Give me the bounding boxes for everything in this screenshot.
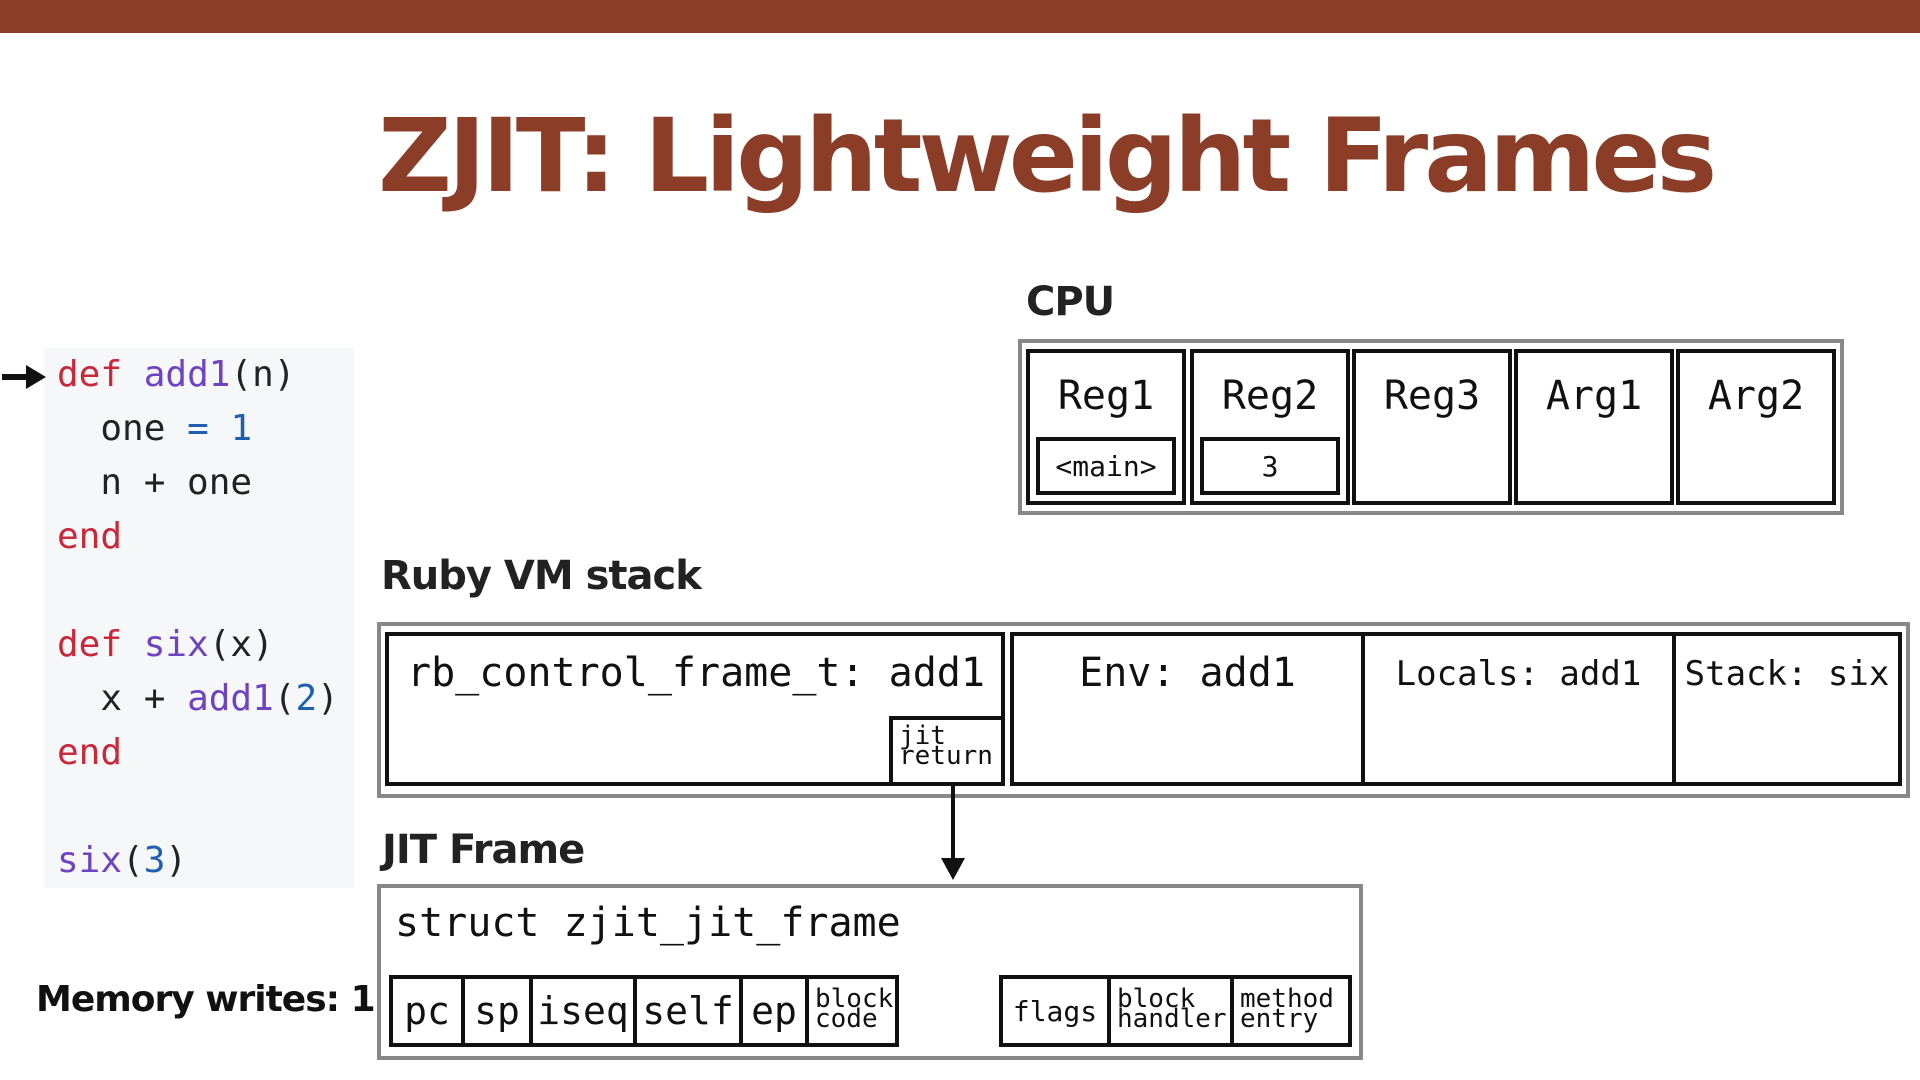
locals-label: Locals: add1 (1395, 654, 1642, 694)
control-frame-label: rb_control_frame_t: add1 (407, 650, 985, 696)
field-pc: pc (389, 975, 465, 1047)
vm-stack-heading: Ruby VM stack (381, 553, 702, 599)
field-iseq: iseq (529, 975, 637, 1047)
cpu-cell-value-box: 3 (1200, 437, 1340, 495)
jit-return-arrow-icon (941, 786, 965, 880)
cpu-cell-reg2: Reg2 3 (1190, 349, 1350, 505)
code-line-10: six(3) (57, 840, 188, 881)
code-line-8: end (57, 732, 123, 773)
cpu-cell-value: <main> (1055, 449, 1157, 483)
field-sp: sp (461, 975, 533, 1047)
code-line-7: x + add1(2) (100, 678, 339, 719)
env-label: Env: add1 (1079, 650, 1296, 696)
cpu-cell-value: 3 (1261, 449, 1279, 483)
jit-return-label: jit return (899, 721, 993, 771)
field-block-handler: block handler (1107, 975, 1234, 1047)
cpu-cell-arg2: Arg2 (1676, 349, 1836, 505)
code-line-3: n + one (100, 462, 253, 503)
code-panel: def add1(n) one = 1 n + one end def six(… (44, 348, 354, 888)
cpu-cell-label: Arg1 (1545, 373, 1643, 419)
code-line-1: def add1(n) (57, 354, 296, 395)
field-flags: flags (999, 975, 1111, 1047)
jit-frame-group: struct zjit_jit_frame (377, 884, 1363, 1060)
code-line-4: end (57, 516, 123, 557)
cpu-register-group (1018, 339, 1844, 515)
top-accent-bar (0, 0, 1920, 33)
env-box: Env: add1 (1010, 632, 1365, 786)
memory-writes-label: Memory writes: 1 (36, 979, 376, 1020)
cpu-cell-reg3: Reg3 (1352, 349, 1512, 505)
code-line-2: one = 1 (100, 408, 253, 449)
code-line-6: def six(x) (57, 624, 274, 665)
current-line-arrow-icon (2, 365, 46, 389)
stack-label: Stack: six (1684, 654, 1890, 694)
cpu-cell-arg1: Arg1 (1514, 349, 1674, 505)
jit-return-box: jit return (889, 716, 1005, 786)
cpu-cell-label: Reg2 (1221, 373, 1319, 419)
cpu-cell-label: Arg2 (1707, 373, 1805, 419)
field-ep: ep (739, 975, 809, 1047)
cpu-cell-reg1: Reg1 <main> (1026, 349, 1186, 505)
field-self: self (633, 975, 743, 1047)
cpu-cell-label: Reg3 (1383, 373, 1481, 419)
jit-frame-heading: JIT Frame (382, 827, 585, 873)
cpu-cell-label: Reg1 (1057, 373, 1155, 419)
control-frame-box: rb_control_frame_t: add1 jit return (385, 632, 1005, 786)
cpu-cell-value-box: <main> (1036, 437, 1176, 495)
field-method-entry: method entry (1230, 975, 1352, 1047)
vm-stack-group (377, 622, 1910, 798)
struct-name-label: struct zjit_jit_frame (395, 900, 901, 946)
slide-title: ZJIT: Lightweight Frames (378, 97, 1717, 216)
stack-box: Stack: six (1672, 632, 1902, 786)
field-block-code: block code (805, 975, 899, 1047)
locals-box: Locals: add1 (1361, 632, 1676, 786)
cpu-heading: CPU (1026, 279, 1115, 325)
